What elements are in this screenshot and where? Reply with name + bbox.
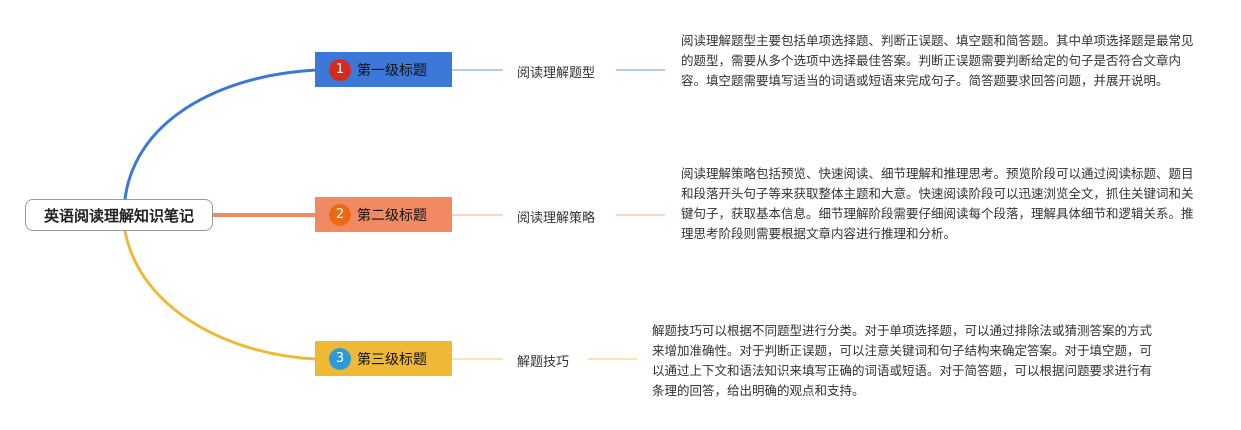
level-1-title: 第一级标题: [357, 62, 427, 79]
subtopic-question-types[interactable]: 阅读理解题型: [517, 66, 596, 81]
level-1-topic[interactable]: 1 第一级标题: [315, 52, 452, 87]
level-2-title: 第二级标题: [357, 207, 427, 224]
level-3-title: 第三级标题: [357, 351, 427, 368]
subtopic-solving-tips[interactable]: 解题技巧: [517, 355, 570, 370]
branch-3-curve: [123, 230, 317, 361]
level-2-topic[interactable]: 2 第二级标题: [315, 197, 452, 232]
number-3-badge-icon: 3: [329, 347, 351, 370]
branch-1-curve: [123, 68, 317, 200]
subtopic-reading-strategies[interactable]: 阅读理解策略: [517, 211, 596, 226]
root-topic[interactable]: 英语阅读理解知识笔记: [25, 199, 213, 231]
number-2-badge-icon: 2: [329, 203, 351, 226]
description-reading-strategies: 阅读理解策略包括预览、快速阅读、细节理解和推理思考。预览阶段可以通过阅读标题、题…: [681, 166, 1194, 241]
level-3-topic[interactable]: 3 第三级标题: [315, 341, 452, 376]
number-1-badge-icon: 1: [329, 58, 351, 81]
description-question-types: 阅读理解题型主要包括单项选择题、判断正误题、填空题和简答题。其中单项选择题是最常…: [681, 33, 1194, 88]
root-topic-label: 英语阅读理解知识笔记: [43, 206, 194, 225]
description-solving-tips: 解题技巧可以根据不同题型进行分类。对于单项选择题，可以通过排除法或猜测答案的方式…: [652, 323, 1153, 398]
